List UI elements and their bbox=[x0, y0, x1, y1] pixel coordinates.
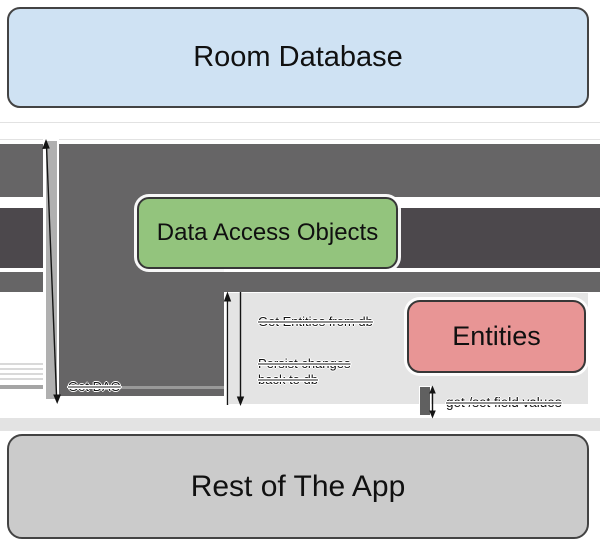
node-rest-of-the-app-label: Rest of The App bbox=[190, 469, 406, 503]
get-set-arrow-shaft bbox=[419, 386, 431, 416]
hairline-top-1 bbox=[0, 122, 600, 123]
hairline-top-2 bbox=[0, 139, 600, 140]
node-room-database-label: Room Database bbox=[193, 41, 403, 73]
node-entities: Entities bbox=[407, 300, 586, 373]
arrow-block-center bbox=[59, 144, 224, 396]
get-dao-line bbox=[68, 386, 224, 389]
edge-label-get-entities: Get Entities from db bbox=[258, 314, 373, 329]
left-faint-stripe bbox=[0, 368, 44, 370]
left-getdao-line-segment bbox=[0, 385, 44, 389]
node-rest-of-the-app: Rest of The App bbox=[7, 434, 589, 539]
get-dao-arrow-shaft bbox=[46, 141, 57, 399]
node-data-access-objects: Data Access Objects bbox=[137, 197, 398, 269]
edge-label-persist-changes: Persist changes back to db bbox=[258, 356, 351, 387]
node-data-access-objects-label: Data Access Objects bbox=[156, 219, 379, 246]
arrow-stripe-bottom bbox=[0, 418, 600, 431]
left-faint-stripe bbox=[0, 378, 44, 380]
edge-label-get-set-field-values: get /set field values bbox=[446, 395, 562, 410]
left-faint-stripe bbox=[0, 373, 44, 375]
edge-label-get-dao: Get DAO bbox=[68, 379, 121, 394]
node-room-database: Room Database bbox=[7, 7, 589, 108]
node-entities-label: Entities bbox=[452, 321, 541, 351]
left-faint-stripe bbox=[0, 363, 44, 365]
